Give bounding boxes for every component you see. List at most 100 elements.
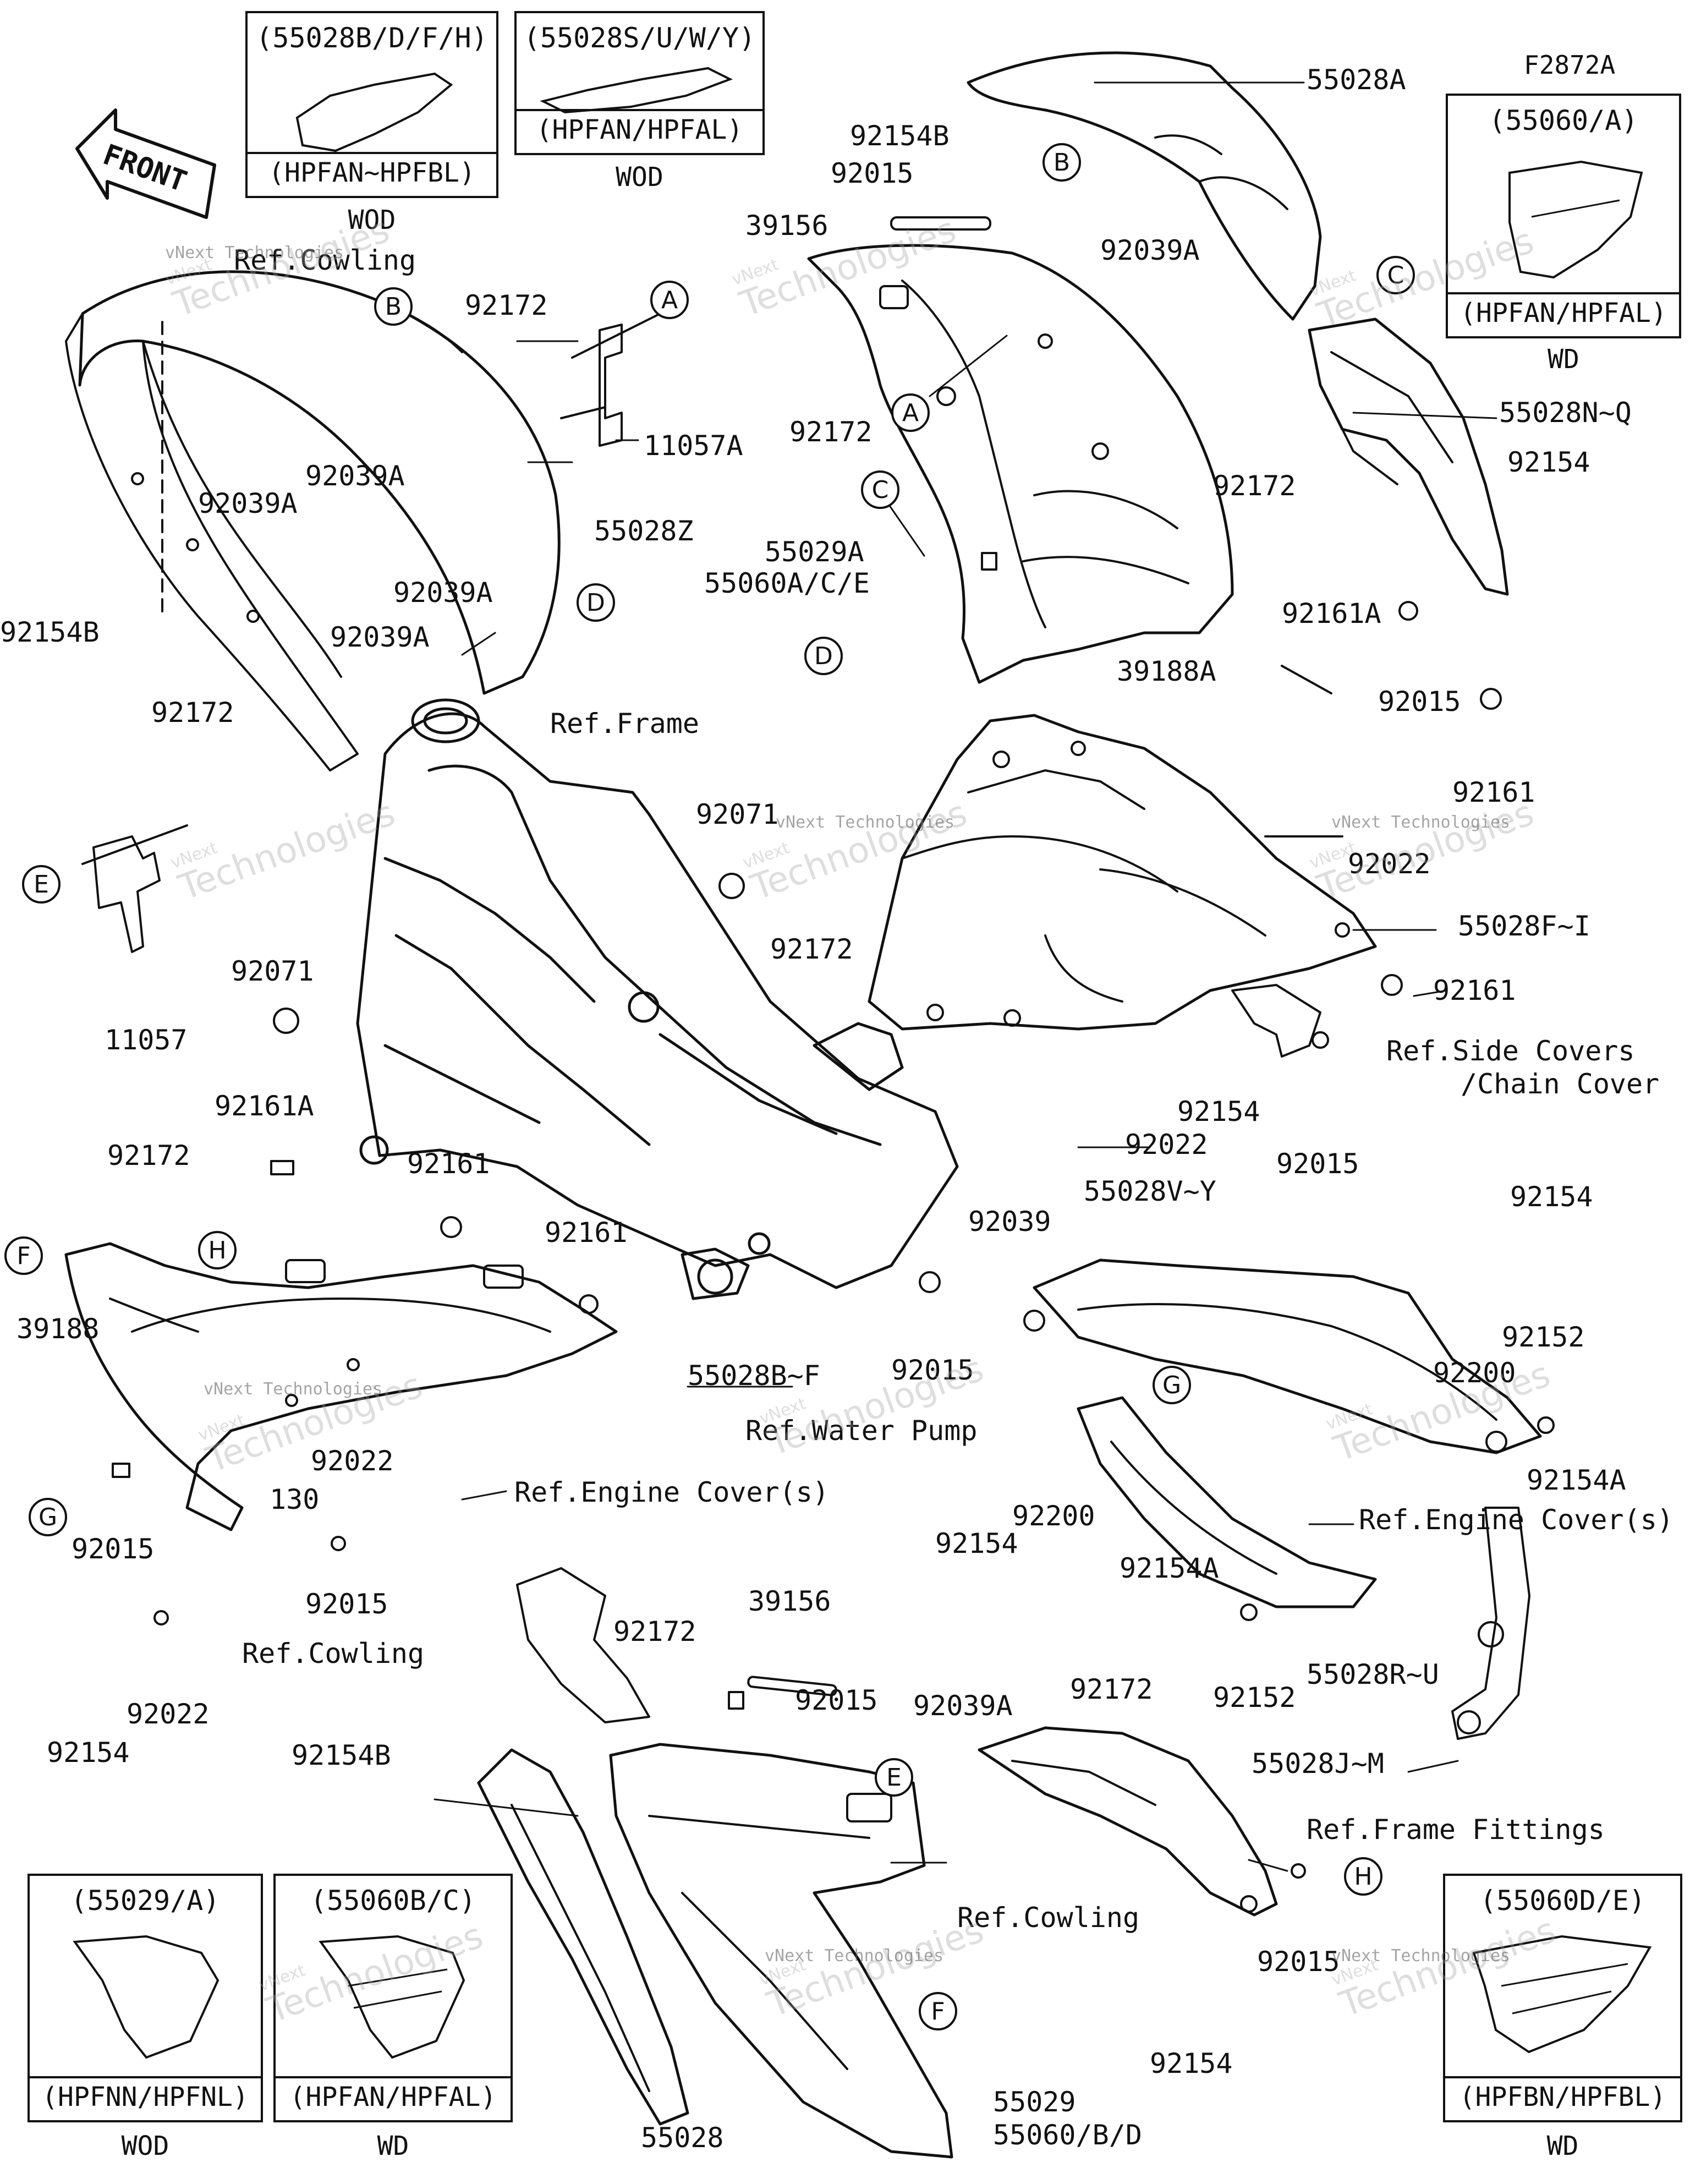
variant-wiring-label: WD <box>1546 2131 1579 2161</box>
box-divider <box>248 152 496 154</box>
ref-frame-fittings-label: Ref.Frame Fittings <box>1307 1814 1605 1846</box>
variant-code: (55060D/E) <box>1479 1885 1646 1917</box>
part-number: 55029 <box>993 2086 1076 2118</box>
part-number: 92015 <box>831 157 914 189</box>
part-number: 55060A/C/E <box>704 567 870 599</box>
part-number: 55029A <box>765 536 864 568</box>
part-number: 92154 <box>47 1737 130 1769</box>
part-number: 92200 <box>1012 1500 1095 1532</box>
part-number: 92172 <box>770 933 853 965</box>
part-number: 92161 <box>1433 975 1516 1006</box>
part-number: 92039 <box>968 1206 1051 1238</box>
callout-b: B <box>1042 143 1081 182</box>
ref-cowling-label: Ref.Cowling <box>957 1902 1140 1934</box>
part-number: 92154B <box>850 120 950 152</box>
part-number: 92039A <box>330 621 430 653</box>
part-number: 92039A <box>305 460 405 492</box>
part-number: 92071 <box>696 798 779 830</box>
box-divider <box>30 2076 261 2078</box>
part-number: 92015 <box>1276 1148 1359 1180</box>
part-number: 92022 <box>127 1698 210 1730</box>
part-number: 130 <box>270 1484 320 1515</box>
watermark-text: vNext Technologies <box>165 243 344 262</box>
part-number: 55028 <box>641 2122 724 2154</box>
part-number: 92152 <box>1502 1321 1585 1353</box>
upper-cowl-top-shape <box>967 51 1322 321</box>
variant-part-thumbnail <box>73 1935 220 2059</box>
part-number: 92022 <box>1125 1129 1208 1161</box>
upper-cowl-left-shape <box>65 270 561 771</box>
part-number: 92015 <box>795 1684 878 1716</box>
part-number: 55028A <box>1307 64 1406 96</box>
variant-model: (HPFBN/HPFBL) <box>1459 2082 1666 2112</box>
part-number: 55028F~I <box>1458 910 1590 942</box>
part-number: 55028V~Y <box>1084 1175 1216 1207</box>
part-number: 92015 <box>305 1588 388 1620</box>
part-number: 92172 <box>1213 470 1296 502</box>
part-number: 92161 <box>545 1217 628 1249</box>
callout-g: G <box>1153 1366 1191 1404</box>
watermark-text: vNext Technologies <box>1331 813 1511 832</box>
part-number: 92015 <box>1257 1946 1340 1978</box>
callout-d: D <box>577 583 615 622</box>
frame-fittings-shape <box>1451 1507 1530 1740</box>
variant-code: (55060B/C) <box>310 1885 476 1917</box>
part-number: 92154 <box>935 1528 1018 1559</box>
part-number: 92172 <box>789 416 873 448</box>
part-number: 92154 <box>1150 2048 1233 2079</box>
diagram-code: F2872A <box>1524 50 1616 80</box>
bracket-11057-shape <box>81 824 188 953</box>
variant-box-55029a: (55029/A) (HPFNN/HPFNL) <box>28 1874 263 2122</box>
part-number: 55028J~M <box>1252 1748 1384 1780</box>
box-divider <box>517 109 762 111</box>
ref-cowling-label: Ref.Cowling <box>234 244 416 276</box>
side-cover-bracket-shape <box>1231 984 1321 1058</box>
inner-panel-55028jm-shape <box>978 1726 1278 1917</box>
lower-cowl-55028-shape <box>477 1748 689 2126</box>
variant-box-55028suwy: (55028S/U/W/Y) (HPFAN/HPFAL) <box>514 11 765 155</box>
strip-39156-bottom-shape <box>747 1676 837 1696</box>
callout-d: D <box>804 637 843 675</box>
ref-cowling-label: Ref.Cowling <box>242 1638 425 1670</box>
variant-model: (HPFAN~HPFBL) <box>268 157 475 188</box>
variant-model: (HPFAN/HPFAL) <box>289 2082 497 2112</box>
variant-box-55060de: (55060D/E) (HPFBN/HPFBL) <box>1443 1874 1682 2122</box>
part-number: 39156 <box>745 210 828 242</box>
part-number: 92154 <box>1177 1096 1260 1127</box>
callout-h: H <box>198 1231 237 1269</box>
variant-box-55060bc: (55060B/C) (HPFAN/HPFAL) <box>273 1874 513 2122</box>
callout-f: F <box>4 1236 43 1275</box>
variant-model: (HPFNN/HPFNL) <box>42 2082 249 2112</box>
variant-box-55028bdfh: (55028B/D/F/H) (HPFAN~HPFBL) <box>245 11 498 198</box>
part-number: 92039A <box>198 488 298 519</box>
part-number: 55028R~U <box>1307 1658 1439 1690</box>
ref-side-covers-label: Ref.Side Covers <box>1386 1035 1635 1067</box>
variant-wiring-label: WD <box>1548 344 1579 375</box>
ref-engine-covers-label: Ref.Engine Cover(s) <box>1359 1504 1673 1536</box>
part-number: 11057A <box>644 430 743 462</box>
callout-a: A <box>650 281 689 319</box>
variant-code: (55028S/U/W/Y) <box>523 22 756 54</box>
part-number: 92161A <box>1282 598 1381 630</box>
watermark-text: vNext Technologies <box>776 813 955 832</box>
variant-part-thumbnail <box>540 67 733 114</box>
callout-e: E <box>875 1758 913 1797</box>
part-number: 55060/B/D <box>993 2119 1142 2151</box>
front-arrow-icon <box>75 108 216 219</box>
leader-lines <box>434 81 1497 1872</box>
part-number: 92154A <box>1120 1552 1219 1584</box>
bracket-55028nq-shape <box>1308 318 1509 596</box>
watermark-text: vNext Technologies <box>204 1380 383 1399</box>
part-number: 39188A <box>1117 655 1216 687</box>
part-number: 39156 <box>748 1585 831 1617</box>
part-number: 92172 <box>107 1140 190 1172</box>
part-number: 92161A <box>215 1090 314 1122</box>
watermark-text: vNext Technologies <box>1331 1946 1511 1966</box>
inner-cowl-middle-shape <box>868 714 1377 1031</box>
variant-model: (HPFAN/HPFAL) <box>1460 298 1667 329</box>
lower-fairing-left-shape <box>64 1242 618 1531</box>
watermark-text: vNext Technologies <box>765 1946 944 1966</box>
box-divider <box>276 2076 511 2078</box>
part-number: 92071 <box>231 955 314 987</box>
